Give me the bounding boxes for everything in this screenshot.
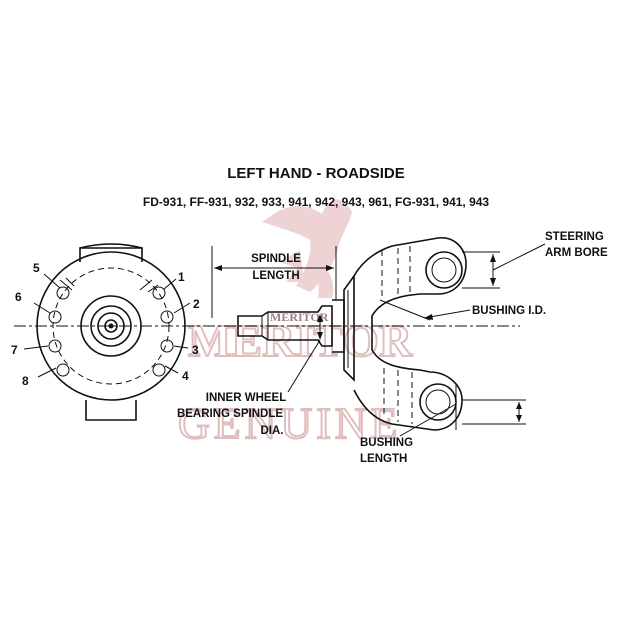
model-numbers: FD-931, FF-931, 932, 933, 941, 942, 943,… [143, 195, 490, 209]
bolt-number-4: 4 [182, 369, 189, 383]
bolt-hole-6 [48, 310, 62, 324]
label-inner-wheel-3: DIA. [261, 425, 284, 437]
bolt-number-1: 1 [178, 270, 185, 284]
bolt-hole-1 [152, 286, 166, 300]
steering-arm-bore-dimension [462, 243, 546, 289]
watermark-brand-small: MERITOR [270, 310, 329, 324]
label-bushing-id: BUSHING I.D. [472, 305, 546, 317]
bushing-length-dimension [399, 384, 526, 437]
bolt-hole-2 [160, 310, 174, 324]
watermark-logo-bird [262, 199, 352, 298]
bushing-id-dimension [423, 309, 471, 320]
bolt-hole-5 [56, 286, 70, 300]
bolt-callouts [23, 273, 191, 378]
label-inner-wheel-2: BEARING SPINDLE [177, 408, 283, 420]
label-spindle-length-1: SPINDLE [251, 253, 301, 265]
watermark-genuine: GENUINE [178, 399, 402, 448]
bolt-number-5: 5 [33, 261, 40, 275]
bolt-hole-3 [160, 339, 174, 353]
hub-end-view [36, 243, 186, 421]
label-steering-arm-bore-1: STEERING [545, 231, 604, 243]
spindle-length-dimension [211, 246, 337, 318]
label-steering-arm-bore-2: ARM BORE [545, 247, 608, 259]
label-spindle-length-2: LENGTH [252, 270, 299, 282]
bolt-number-2: 2 [193, 297, 200, 311]
bolt-hole-8 [56, 363, 70, 377]
steering-arm-bore-upper [425, 251, 463, 289]
label-inner-wheel-1: INNER WHEEL [206, 392, 287, 404]
knuckle-body [353, 237, 467, 431]
bolt-hole-4 [152, 363, 166, 377]
diagram-title: LEFT HAND - ROADSIDE [227, 165, 405, 182]
bolt-number-7: 7 [11, 343, 18, 357]
bolt-number-8: 8 [22, 374, 29, 388]
label-bushing-length-2: LENGTH [360, 453, 407, 465]
inner-wheel-bearing-dimension [287, 314, 323, 393]
bolt-hole-7 [48, 339, 62, 353]
spindle-side-view [237, 273, 355, 382]
label-bushing-length-1: BUSHING [360, 437, 413, 449]
bolt-number-6: 6 [15, 290, 22, 304]
bolt-number-3: 3 [192, 343, 199, 357]
